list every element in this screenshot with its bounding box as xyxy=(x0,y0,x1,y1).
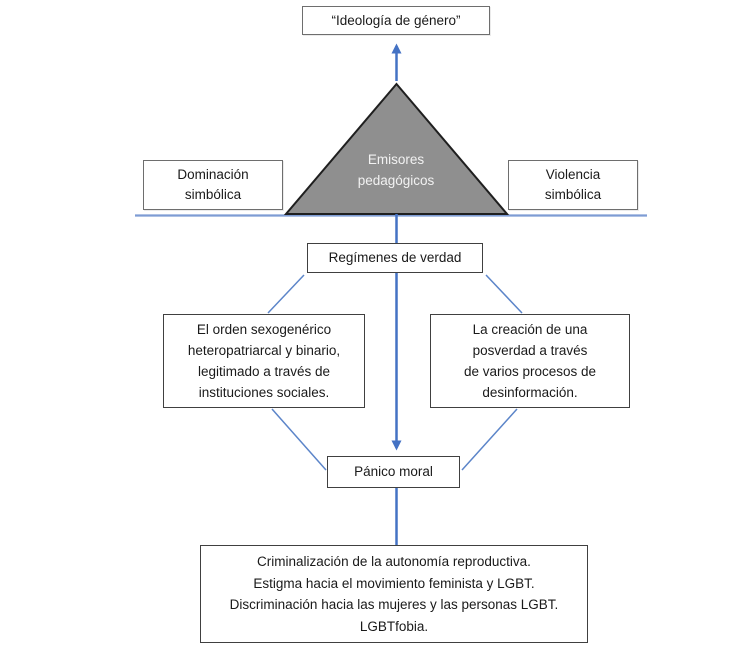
posverdad-line-2: posverdad a través xyxy=(472,343,588,358)
panico-label: Pánico moral xyxy=(354,464,433,479)
panico-moral-box: Pánico moral xyxy=(327,456,460,488)
emisores-line-1: Emisores xyxy=(367,152,425,167)
dominacion-line-1: Dominación xyxy=(177,167,249,182)
consecuencias-line-3: Discriminación hacia las mujeres y las p… xyxy=(229,597,559,612)
regimenes-de-verdad-box: Regímenes de verdad xyxy=(307,243,483,273)
orden-line-4: instituciones sociales. xyxy=(198,385,330,400)
orden-line-3: legitimado a través de xyxy=(197,364,331,379)
connector-regimenes-to-posverdad xyxy=(485,274,523,314)
violencia-line-1: Violencia xyxy=(545,167,601,182)
regimenes-label: Regímenes de verdad xyxy=(328,250,462,265)
violencia-line-2: simbólica xyxy=(544,187,602,202)
posverdad-line-1: La creación de una xyxy=(472,322,588,337)
connector-posverdad-to-panico xyxy=(461,408,518,471)
orden-line-2: heteropatriarcal y binario, xyxy=(187,343,341,358)
orden-sexogenerico-box: El orden sexogenérico heteropatriarcal y… xyxy=(163,314,365,408)
connector-regimenes-to-orden xyxy=(267,274,305,314)
violencia-simbolica-box: Violencia simbólica xyxy=(508,160,638,210)
consecuencias-line-1: Criminalización de la autonomía reproduc… xyxy=(257,554,531,569)
consecuencias-line-4: LGBTfobia. xyxy=(359,618,429,634)
posverdad-box: La creación de una posverdad a través de… xyxy=(430,314,630,408)
dominacion-simbolica-box: Dominación simbólica xyxy=(143,160,283,210)
ideologia-de-genero-box: “Ideología de género” xyxy=(302,6,490,35)
orden-line-1: El orden sexogenérico xyxy=(196,322,332,337)
consecuencias-line-2: Estigma hacia el movimiento feminista y … xyxy=(253,575,535,591)
posverdad-line-4: desinformación. xyxy=(482,385,578,400)
dominacion-line-2: simbólica xyxy=(184,187,242,202)
connector-orden-to-panico xyxy=(271,408,327,471)
consecuencias-box: Criminalización de la autonomía reproduc… xyxy=(200,545,588,643)
ideologia-label: “Ideología de género” xyxy=(331,12,461,28)
emisores-pedagogicos-label: Emisores pedagógicos xyxy=(316,149,476,191)
emisores-line-2: pedagógicos xyxy=(357,173,435,188)
posverdad-line-3: de varios procesos de xyxy=(463,364,597,379)
